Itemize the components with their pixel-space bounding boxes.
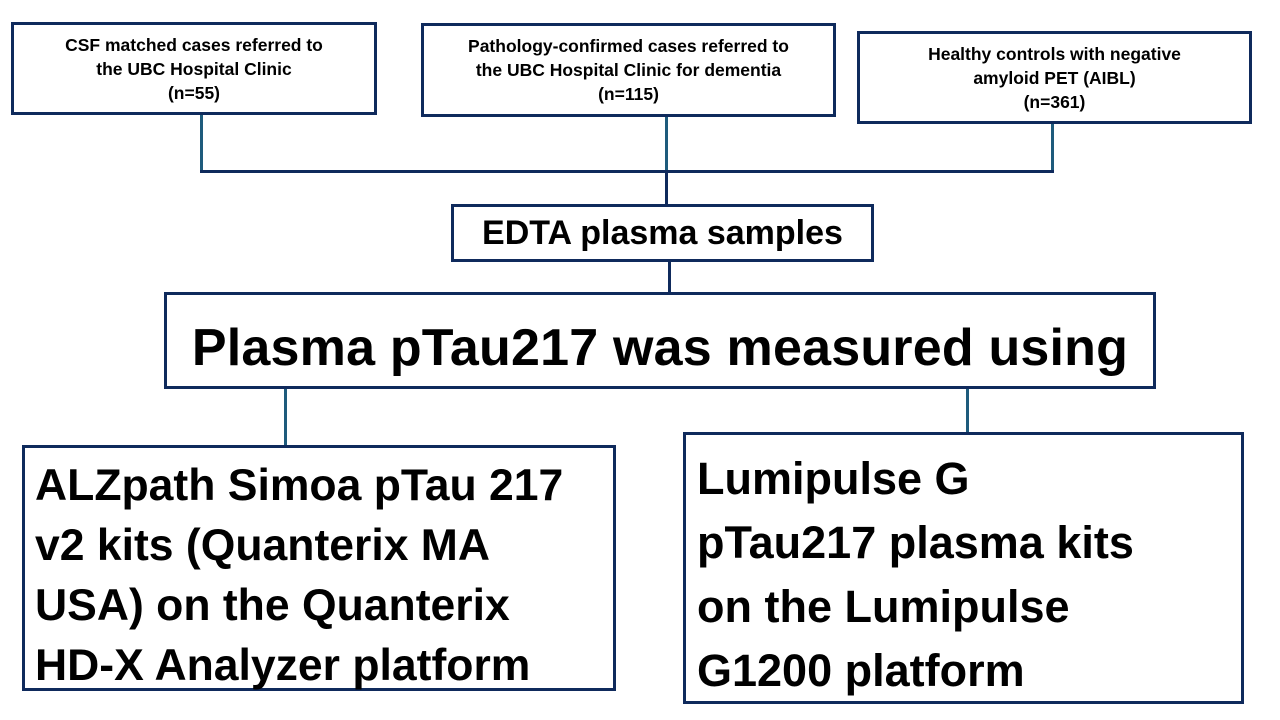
- method-box-simoa: ALZpath Simoa pTau 217 v2 kits (Quanteri…: [22, 445, 616, 691]
- method-lumipulse-line: Lumipulse G: [697, 453, 970, 504]
- connector-source-1: [200, 115, 203, 173]
- measurement-box: Plasma pTau217 was measured using: [164, 292, 1156, 389]
- source-box-csf-matched: CSF matched cases referred to the UBC Ho…: [11, 22, 377, 115]
- connector-source-3: [1051, 124, 1054, 173]
- edta-plasma-samples-label: EDTA plasma samples: [482, 213, 843, 252]
- method-lumipulse-line: on the Lumipulse: [697, 581, 1070, 632]
- method-simoa-line: HD-X Analyzer platform: [35, 641, 531, 690]
- connector-measure-to-lumipulse: [966, 389, 969, 433]
- edta-plasma-samples-box: EDTA plasma samples: [451, 204, 874, 262]
- method-lumipulse-line: G1200 platform: [697, 645, 1025, 696]
- connector-merge-to-edta: [665, 170, 668, 205]
- connector-edta-to-measure: [668, 262, 671, 293]
- method-lumipulse-line: pTau217 plasma kits: [697, 517, 1134, 568]
- source-box-controls-line2: amyloid PET (AIBL): [973, 67, 1136, 88]
- source-box-csf-count: (n=55): [167, 82, 221, 103]
- method-simoa-line: ALZpath Simoa pTau 217: [35, 461, 564, 510]
- source-box-pathology-count: (n=115): [598, 84, 659, 104]
- method-simoa-line: v2 kits (Quanterix MA: [35, 521, 491, 570]
- source-box-controls-line1: Healthy controls with negative: [928, 43, 1181, 64]
- source-box-pathology-line2: the UBC Hospital Clinic for dementia: [475, 60, 782, 80]
- source-box-controls-count: (n=361): [1023, 91, 1086, 112]
- source-box-pathology-line1: Pathology-confirmed cases referred to: [468, 36, 789, 56]
- source-box-csf-line2: the UBC Hospital Clinic: [96, 58, 292, 79]
- connector-source-2: [665, 117, 668, 173]
- source-box-csf-line1: CSF matched cases referred to: [65, 34, 323, 55]
- source-box-healthy-controls: Healthy controls with negative amyloid P…: [857, 31, 1252, 124]
- method-box-lumipulse: Lumipulse G pTau217 plasma kits on the L…: [683, 432, 1244, 704]
- connector-merge-horizontal: [200, 170, 1054, 173]
- method-simoa-line: USA) on the Quanterix: [35, 581, 510, 630]
- measurement-label: Plasma pTau217 was measured using: [191, 318, 1129, 377]
- source-box-pathology-confirmed: Pathology-confirmed cases referred to th…: [421, 23, 836, 117]
- connector-measure-to-simoa: [284, 389, 287, 446]
